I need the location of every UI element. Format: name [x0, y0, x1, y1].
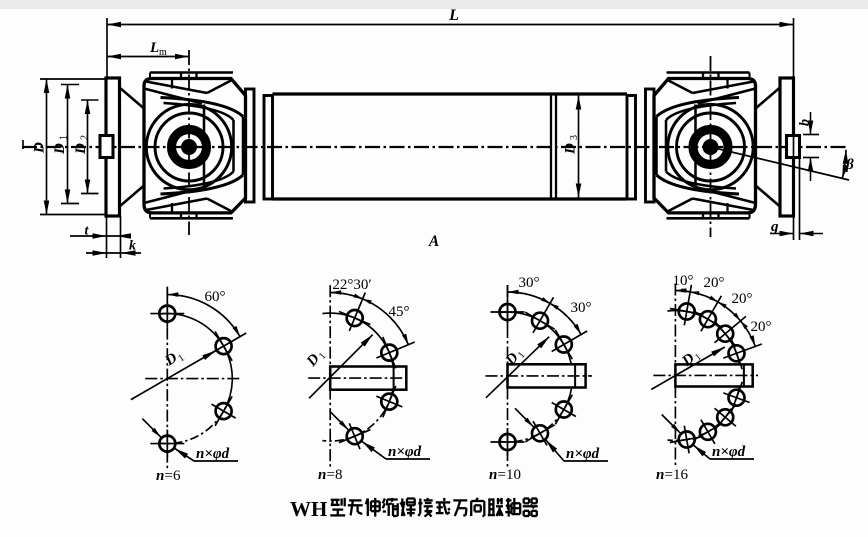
- svg-text:β: β: [845, 157, 854, 173]
- svg-text:=8: =8: [327, 467, 343, 483]
- svg-text:A: A: [428, 233, 439, 250]
- svg-text:n×φd: n×φd: [196, 446, 230, 462]
- svg-text:1: 1: [317, 351, 329, 362]
- svg-text:3: 3: [569, 135, 580, 140]
- svg-text:22°30′: 22°30′: [332, 277, 371, 293]
- svg-text:45°: 45°: [389, 304, 410, 320]
- svg-text:k: k: [129, 239, 136, 254]
- svg-text:1: 1: [176, 353, 186, 365]
- svg-text:n: n: [656, 467, 664, 483]
- svg-text:20°: 20°: [704, 275, 725, 291]
- svg-text:=10: =10: [498, 467, 521, 483]
- svg-text:m: m: [159, 47, 167, 58]
- svg-text:20°: 20°: [751, 319, 772, 335]
- svg-text:n: n: [156, 468, 164, 484]
- svg-text:1: 1: [59, 135, 70, 140]
- svg-text:30°: 30°: [571, 300, 592, 316]
- svg-text:30°: 30°: [519, 275, 540, 291]
- svg-text:L: L: [149, 40, 159, 56]
- svg-text:n: n: [489, 467, 497, 483]
- svg-text:1: 1: [516, 350, 528, 361]
- svg-text:10°: 10°: [673, 273, 694, 289]
- svg-text:60°: 60°: [205, 289, 226, 305]
- svg-text:n: n: [318, 467, 326, 483]
- svg-text:D: D: [52, 143, 68, 155]
- svg-text:n×φd: n×φd: [566, 446, 600, 462]
- svg-text:D: D: [563, 143, 579, 155]
- svg-text:D: D: [73, 143, 89, 155]
- svg-text:1: 1: [693, 352, 704, 364]
- svg-text:=6: =6: [165, 468, 181, 484]
- svg-text:g: g: [770, 219, 779, 235]
- svg-text:WH: WH: [290, 497, 327, 521]
- svg-text:D: D: [32, 142, 48, 154]
- svg-text:2: 2: [80, 135, 91, 140]
- svg-text:L: L: [448, 7, 459, 24]
- svg-text:n×φd: n×φd: [712, 444, 746, 460]
- svg-text:=16: =16: [665, 467, 689, 483]
- svg-text:b: b: [798, 119, 813, 126]
- svg-text:20°: 20°: [732, 291, 753, 307]
- svg-text:n×φd: n×φd: [388, 444, 422, 460]
- svg-text:t: t: [85, 224, 90, 239]
